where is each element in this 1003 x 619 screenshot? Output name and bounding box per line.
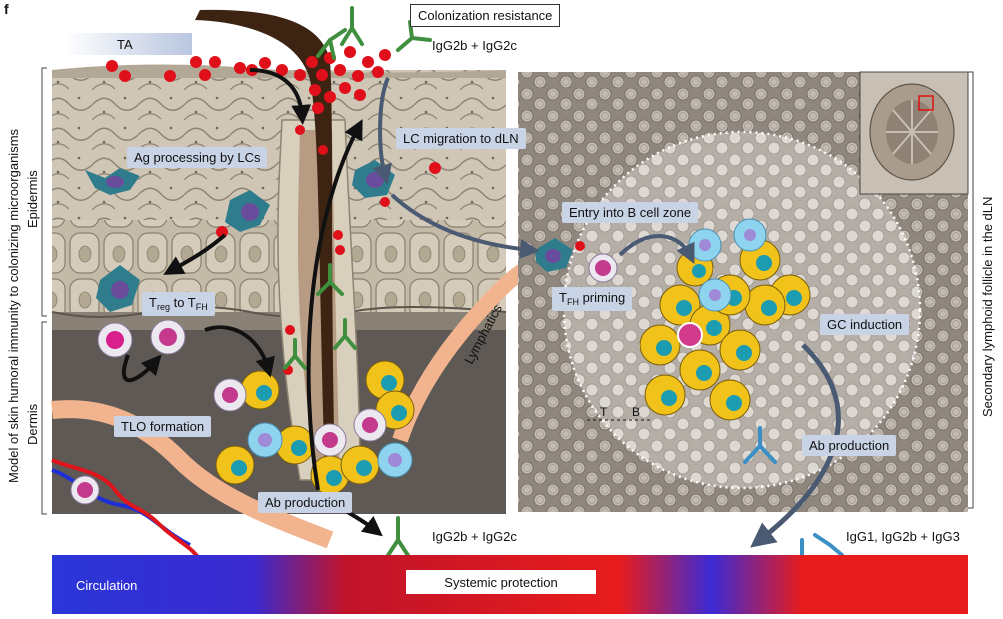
label-ag-processing: Ag processing by LCs	[127, 147, 268, 168]
label-tfh-priming: TFH priming	[552, 287, 633, 311]
germinal-center	[639, 218, 811, 421]
hair-follicle	[195, 9, 361, 481]
label-igg-bottom-middle: IgG2b + IgG2c	[432, 529, 517, 544]
label-systemic-protection: Systemic protection	[406, 570, 596, 594]
label-gc-induction: GC induction	[820, 314, 910, 335]
label-circulation: Circulation	[76, 578, 138, 593]
blood-vessel-red	[51, 458, 202, 562]
arrow-treg-cycle	[121, 354, 162, 383]
arrow-to-tlo	[204, 325, 275, 378]
label-secondary-lymphoid-side: Secondary lymphoid follicle in the dLN	[980, 196, 995, 417]
bacteria	[106, 46, 585, 375]
label-epidermis-side: Epidermis	[25, 170, 40, 228]
label-model-side: Model of skin humoral immunity to coloni…	[6, 128, 21, 483]
tlo-cluster	[70, 319, 415, 505]
arrow-bacteria-entry	[249, 68, 312, 125]
lymphatic-vessel-left	[51, 400, 334, 549]
brackets	[41, 67, 974, 515]
label-igg-top: IgG2b + IgG2c	[432, 38, 517, 53]
label-ab-production-ln: Ab production	[802, 435, 897, 456]
hair-shaft	[195, 9, 335, 481]
label-dermis-side: Dermis	[25, 403, 40, 445]
label-igg-bottom-right: IgG1, IgG2b + IgG3	[846, 529, 960, 544]
arrow-upward-ab	[306, 119, 363, 491]
panel-letter: f	[4, 1, 9, 17]
label-ab-production-skin: Ab production	[258, 492, 353, 513]
arrow-lc-migration	[390, 193, 540, 259]
ta-tag-bg	[64, 33, 192, 55]
label-entry-b-cell: Entry into B cell zone	[562, 202, 699, 223]
arrow-lc-uptake	[372, 77, 392, 185]
label-treg-to-tfh: Treg to TFH	[142, 292, 215, 316]
label-ta: TA	[117, 37, 133, 52]
label-lc-migration: LC migration to dLN	[396, 128, 526, 149]
arrows	[121, 68, 841, 548]
label-t-zone: T	[600, 405, 608, 419]
label-tlo-formation: TLO formation	[114, 416, 212, 437]
arrow-b-cell-entry	[618, 234, 695, 264]
arrow-lc-to-t	[163, 233, 227, 275]
label-colonization-resistance: Colonization resistance	[410, 4, 561, 27]
label-b-zone: B	[632, 405, 641, 419]
